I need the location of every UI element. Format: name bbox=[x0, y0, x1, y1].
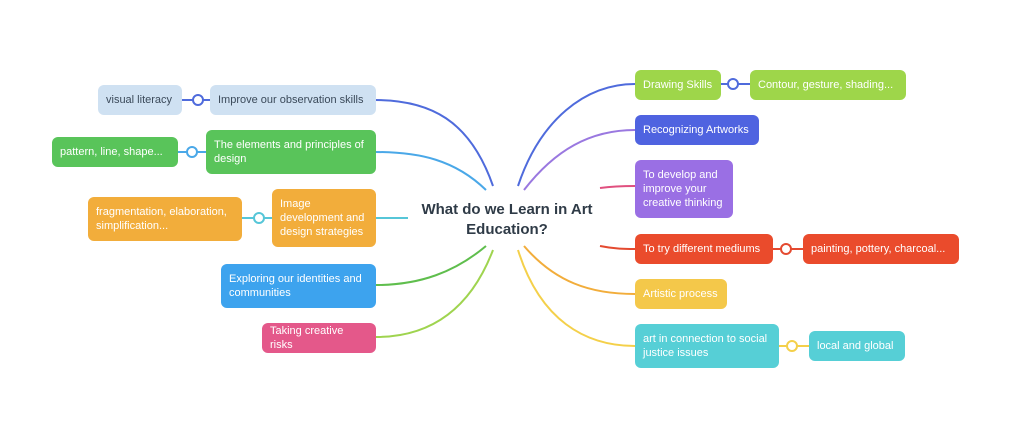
central-topic[interactable]: What do we Learn in Art Education? bbox=[421, 201, 593, 238]
node-fragmentation[interactable]: fragmentation, elaboration, simplificati… bbox=[88, 197, 242, 241]
node-contour-gesture[interactable]: Contour, gesture, shading... bbox=[750, 70, 906, 100]
connector-knob bbox=[186, 146, 198, 158]
connector-knob bbox=[253, 212, 265, 224]
node-social-justice[interactable]: art in connection to social justice issu… bbox=[635, 324, 779, 368]
connector-artistic bbox=[523, 245, 636, 295]
node-local-global[interactable]: local and global bbox=[809, 331, 905, 361]
connector-recognizing bbox=[523, 129, 636, 191]
connector-drawing bbox=[517, 83, 636, 187]
connector-elements bbox=[374, 151, 487, 191]
connector-mediums bbox=[599, 245, 636, 250]
connector-knob bbox=[780, 243, 792, 255]
connector-knob bbox=[727, 78, 739, 90]
connector-knob bbox=[786, 340, 798, 352]
connector-creative bbox=[599, 185, 636, 189]
node-image-development[interactable]: Image development and design strategies bbox=[272, 189, 376, 247]
connector-identities bbox=[375, 245, 487, 286]
node-pattern-line-shape[interactable]: pattern, line, shape... bbox=[52, 137, 178, 167]
node-elements-principles[interactable]: The elements and principles of design bbox=[206, 130, 376, 174]
node-artistic-process[interactable]: Artistic process bbox=[635, 279, 727, 309]
node-creative-risks[interactable]: Taking creative risks bbox=[262, 323, 376, 353]
node-recognizing-artworks[interactable]: Recognizing Artworks bbox=[635, 115, 759, 145]
connector-risks bbox=[375, 249, 494, 338]
connector-observation bbox=[374, 99, 494, 187]
node-observation-skills[interactable]: Improve our observation skills bbox=[210, 85, 376, 115]
node-visual-literacy[interactable]: visual literacy bbox=[98, 85, 182, 115]
connector-social bbox=[517, 249, 636, 347]
node-drawing-skills[interactable]: Drawing Skills bbox=[635, 70, 721, 100]
node-creative-thinking[interactable]: To develop and improve your creative thi… bbox=[635, 160, 733, 218]
node-identities-communities[interactable]: Exploring our identities and communities bbox=[221, 264, 376, 308]
connector-knob bbox=[192, 94, 204, 106]
node-different-mediums[interactable]: To try different mediums bbox=[635, 234, 773, 264]
node-painting-pottery[interactable]: painting, pottery, charcoal... bbox=[803, 234, 959, 264]
